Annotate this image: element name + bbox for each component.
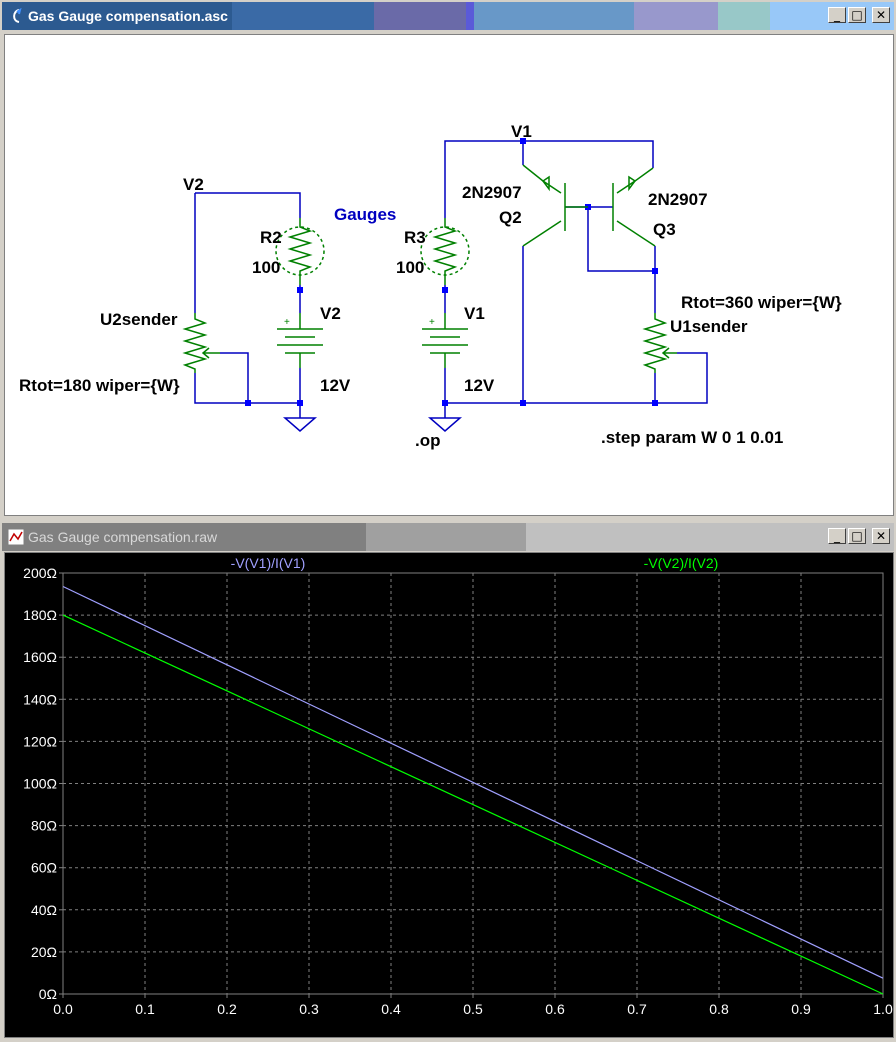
- x-tick-label: 0.1: [135, 1001, 155, 1017]
- gauges-comment: Gauges: [334, 205, 396, 224]
- transistor-q3[interactable]: [612, 167, 656, 247]
- plot-window-title: Gas Gauge compensation.raw: [28, 529, 218, 545]
- x-tick-label: 0.6: [545, 1001, 565, 1017]
- y-tick-label: 0Ω: [39, 986, 57, 1002]
- x-tick-label: 0.7: [627, 1001, 647, 1017]
- y-tick-label: 160Ω: [23, 649, 57, 665]
- v1-name: V1: [464, 304, 485, 323]
- u1-params: Rtot=360 wiper={W}: [681, 293, 842, 312]
- x-tick-label: 0.4: [381, 1001, 401, 1017]
- series-line-1[interactable]: [62, 585, 884, 979]
- voltage-source-v1[interactable]: [422, 313, 468, 368]
- r2-name: R2: [260, 228, 282, 247]
- schematic-canvas[interactable]: + + V1 V2 R2 100 R3 100 V2 12V V1 12V 2N…: [4, 34, 894, 516]
- node-label-v1: V1: [511, 122, 532, 141]
- y-tick-label: 100Ω: [23, 776, 57, 792]
- wire-v2-top: [195, 192, 301, 218]
- step-directive[interactable]: .step param W 0 1 0.01: [601, 428, 783, 447]
- r3-value: 100: [396, 258, 424, 277]
- v2-value: 12V: [320, 376, 351, 395]
- y-tick-label: 180Ω: [23, 607, 57, 623]
- potentiometer-u1sender[interactable]: [642, 313, 677, 373]
- minimize-button[interactable]: _: [828, 528, 846, 544]
- wire-u2-bottom: [194, 373, 300, 404]
- maximize-button[interactable]: □: [848, 7, 866, 23]
- y-tick-label: 40Ω: [31, 902, 57, 918]
- plus-sign: +: [429, 317, 435, 328]
- junction-dot: [297, 287, 303, 293]
- ground-symbol-right: [427, 417, 463, 432]
- y-tick-label: 20Ω: [31, 944, 57, 960]
- plot-titlebar[interactable]: Gas Gauge compensation.raw _ □ ✕: [2, 523, 894, 551]
- minimize-button[interactable]: _: [828, 7, 846, 23]
- r3-name: R3: [404, 228, 426, 247]
- legend-label-2[interactable]: -V(V2)/I(V2): [644, 555, 719, 571]
- series-line-2[interactable]: [62, 614, 884, 995]
- schematic-drawing: + + V1 V2 R2 100 R3 100 V2 12V V1 12V 2N…: [19, 122, 842, 450]
- junction-dot: [297, 400, 303, 406]
- schematic-window-title: Gas Gauge compensation.asc: [28, 8, 228, 24]
- y-tick-label: 120Ω: [23, 733, 57, 749]
- y-tick-label: 200Ω: [23, 565, 57, 581]
- close-button[interactable]: ✕: [872, 7, 890, 23]
- wire-u1-wiper: [654, 352, 708, 404]
- ltspice-schematic-icon: [13, 8, 22, 23]
- v2-name: V2: [320, 304, 341, 323]
- junction-dot: [245, 400, 251, 406]
- junction-dot: [442, 287, 448, 293]
- maximize-button[interactable]: □: [848, 528, 866, 544]
- u1-name: U1sender: [670, 317, 748, 336]
- schematic-window: Gas Gauge compensation.asc _ □ ✕: [0, 0, 896, 518]
- junction-dot: [652, 268, 658, 274]
- wire-q3-diode: [587, 207, 655, 272]
- waveform-icon: [8, 529, 24, 545]
- x-tick-label: 0.5: [463, 1001, 483, 1017]
- u2-name: U2sender: [100, 310, 178, 329]
- legend-label-1[interactable]: -V(V1)/I(V1): [231, 555, 306, 571]
- y-tick-label: 140Ω: [23, 691, 57, 707]
- v1-value: 12V: [464, 376, 495, 395]
- wire-u2-wiper: [220, 352, 249, 403]
- ground-symbol-left: [282, 417, 318, 432]
- x-tick-label: 0.9: [791, 1001, 811, 1017]
- resistor-r2[interactable]: [275, 218, 325, 285]
- node-label-v2: V2: [183, 175, 204, 194]
- q3-name: Q3: [653, 220, 676, 239]
- junction-dot: [520, 138, 526, 144]
- schematic-titlebar[interactable]: Gas Gauge compensation.asc _ □ ✕: [2, 2, 894, 30]
- potentiometer-u2sender[interactable]: [182, 313, 220, 373]
- junction-dot: [652, 400, 658, 406]
- junction-dot: [520, 400, 526, 406]
- r2-value: 100: [252, 258, 280, 277]
- wire-v1-top: [444, 140, 654, 218]
- waveform-plot[interactable]: 0.0 0.1 0.2 0.3 0.4 0.5 0.6 0.7 0.8 0.9 1.0 0Ω 20Ω 40…: [5, 553, 893, 1037]
- transistor-q2[interactable]: [522, 164, 588, 247]
- q3-model: 2N2907: [648, 190, 708, 209]
- q2-name: Q2: [499, 208, 522, 227]
- voltage-source-v2[interactable]: [277, 313, 323, 368]
- x-tick-label: 0.3: [299, 1001, 319, 1017]
- x-tick-label: 1.0: [873, 1001, 893, 1017]
- q2-model: 2N2907: [462, 183, 522, 202]
- x-tick-label: 0.0: [53, 1001, 73, 1017]
- u2-params: Rtot=180 wiper={W}: [19, 376, 180, 395]
- plus-sign: +: [284, 317, 290, 328]
- plot-pane[interactable]: 0.0 0.1 0.2 0.3 0.4 0.5 0.6 0.7 0.8 0.9 1.0 0Ω 20Ω 40…: [4, 552, 894, 1038]
- x-tick-label: 0.8: [709, 1001, 729, 1017]
- junction-dot: [442, 400, 448, 406]
- y-tick-label: 60Ω: [31, 860, 57, 876]
- resistor-r3[interactable]: [420, 218, 470, 285]
- close-button[interactable]: ✕: [872, 528, 890, 544]
- x-tick-label: 0.2: [217, 1001, 237, 1017]
- op-directive[interactable]: .op: [415, 431, 441, 450]
- y-tick-label: 80Ω: [31, 818, 57, 834]
